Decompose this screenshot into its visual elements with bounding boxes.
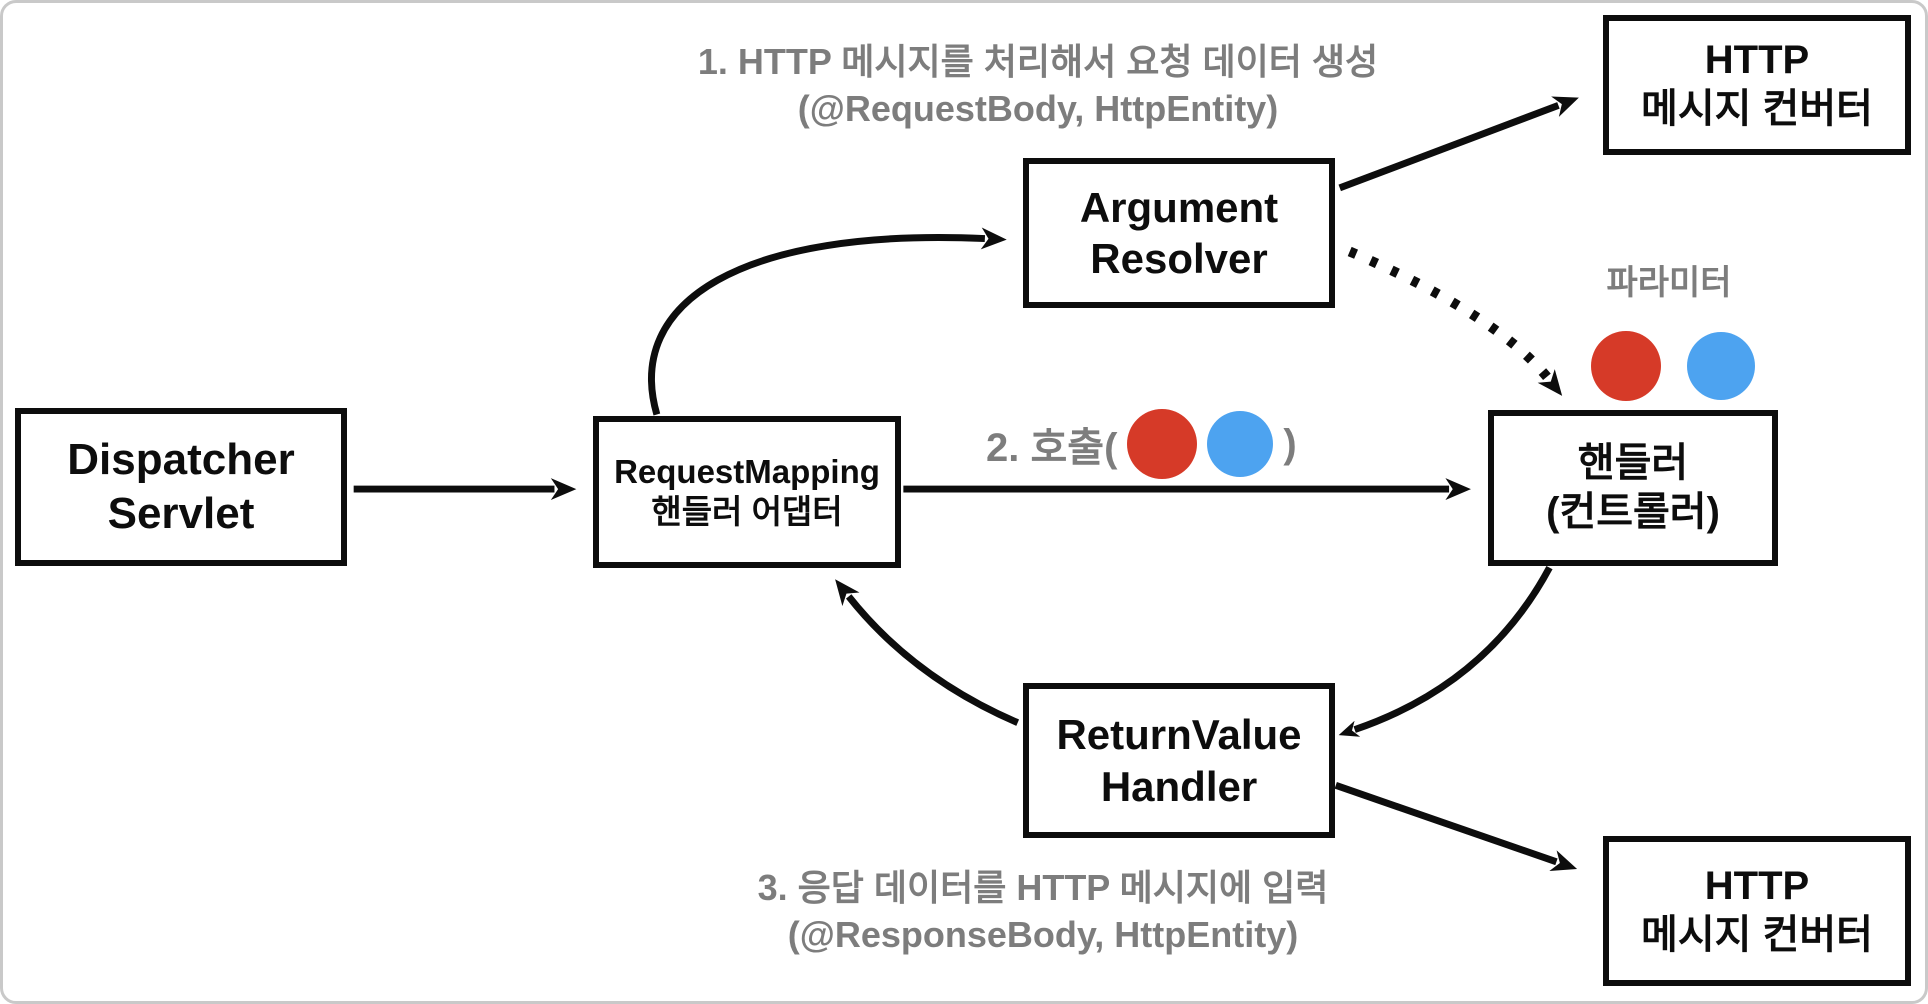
node-label: 메시지 컨버터 xyxy=(1641,87,1873,131)
node-argument-resolver: Argument Resolver xyxy=(1023,158,1335,308)
node-http-message-converter-bottom: HTTP 메시지 컨버터 xyxy=(1603,836,1911,986)
node-label: Resolver xyxy=(1090,235,1268,282)
annotation-step1-line1: 1. HTTP 메시지를 처리해서 요청 데이터 생성 xyxy=(697,41,1379,82)
annotation-step1-line2: (@RequestBody, HttpEntity) xyxy=(797,87,1279,129)
node-label: Dispatcher xyxy=(67,435,295,485)
node-dispatcher-servlet: Dispatcher Servlet xyxy=(15,408,347,566)
node-return-value-handler: ReturnValue Handler xyxy=(1023,683,1335,838)
arrow-return-value-to-adapter xyxy=(835,579,1020,726)
node-label: (컨트롤러) xyxy=(1546,490,1720,534)
node-label: Servlet xyxy=(107,489,255,538)
annotation-step3-line2: (@ResponseBody, HttpEntity) xyxy=(787,913,1299,955)
red-parameter-dot-icon xyxy=(1127,409,1198,479)
blue-parameter-dot-icon xyxy=(1207,411,1274,477)
annotation-step3: 3. 응답 데이터를 HTTP 메시지에 입력 (@ResponseBody, … xyxy=(643,865,1443,959)
arrow-argument-resolver-to-handler-dashed xyxy=(1347,246,1563,396)
node-handler-controller: 핸들러 (컨트롤러) xyxy=(1488,410,1778,566)
parameter-label: 파라미터 xyxy=(1606,264,1732,302)
node-request-mapping-adapter: RequestMapping 핸들러 어댑터 xyxy=(593,416,901,568)
arrow-return-value-to-http-converter xyxy=(1334,782,1578,871)
node-label: 핸들러 xyxy=(1577,441,1689,486)
annotation-step2-prefix: 2. 호출( xyxy=(986,426,1118,470)
node-label: HTTP xyxy=(1704,864,1810,909)
node-label: 메시지 컨버터 xyxy=(1641,913,1873,957)
arrow-adapter-to-argument-resolver xyxy=(648,227,1007,416)
annotation-step2-suffix: ) xyxy=(1283,421,1297,466)
node-label: ReturnValue xyxy=(1056,711,1302,759)
red-parameter-dot-icon xyxy=(1591,331,1661,401)
node-label: HTTP xyxy=(1704,38,1810,83)
node-http-message-converter-top: HTTP 메시지 컨버터 xyxy=(1603,15,1911,155)
node-label: 핸들러 어댑터 xyxy=(651,493,843,530)
blue-parameter-dot-icon xyxy=(1687,332,1755,400)
node-label: Argument xyxy=(1079,183,1279,231)
annotation-step2: 2. 호출( ) xyxy=(986,408,1297,480)
node-label: Handler xyxy=(1100,762,1258,810)
node-label: RequestMapping xyxy=(614,452,880,490)
annotation-step3-line1: 3. 응답 데이터를 HTTP 메시지에 입력 xyxy=(757,867,1329,908)
annotation-step1: 1. HTTP 메시지를 처리해서 요청 데이터 생성 (@RequestBod… xyxy=(623,39,1453,133)
arrow-handler-to-return-value xyxy=(1338,565,1553,737)
